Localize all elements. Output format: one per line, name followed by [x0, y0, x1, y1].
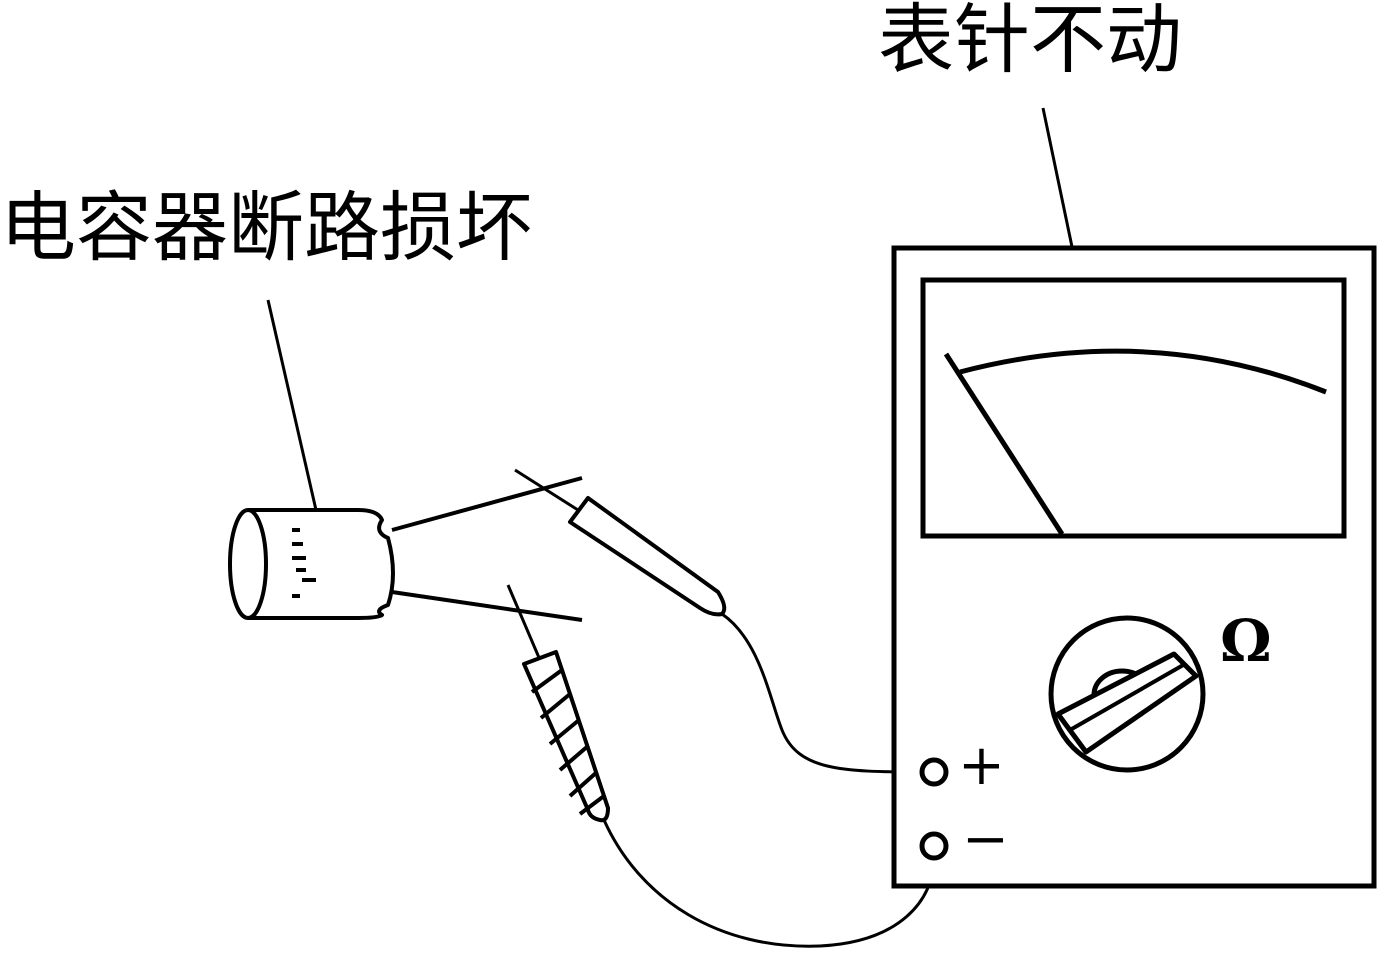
capacitor-polarity-marks: [292, 530, 316, 596]
negative-probe-icon: [508, 585, 934, 946]
negative-terminal-label: −: [962, 807, 1009, 872]
selector-knob-pointer-line: [1070, 664, 1185, 730]
capacitor-lead-bottom: [392, 592, 582, 620]
capacitor-lead-top: [392, 478, 582, 530]
capacitor-body: [248, 510, 393, 618]
negative-terminal-jack[interactable]: [922, 834, 946, 858]
capacitor-leader-line: [268, 300, 316, 510]
needle-status-label: 表针不动: [878, 0, 1182, 84]
capacitor-icon: [230, 478, 582, 620]
negative-probe-body: [524, 652, 608, 820]
capacitor-end-cap: [230, 510, 266, 618]
positive-probe-tip: [515, 470, 578, 510]
multimeter-icon: [894, 248, 1374, 886]
positive-terminal-jack[interactable]: [922, 760, 946, 784]
negative-probe-tip: [508, 585, 540, 660]
ohm-range-label: Ω: [1220, 607, 1272, 675]
selector-knob-icon[interactable]: [1051, 618, 1203, 770]
positive-probe-body: [570, 498, 724, 614]
positive-terminal-label: +: [958, 733, 1005, 798]
positive-probe-wire: [722, 614, 922, 772]
negative-probe-wire: [604, 820, 934, 946]
negative-probe-stripes: [532, 670, 604, 814]
positive-probe-icon: [515, 470, 922, 772]
capacitor-fault-label: 电容器断路损坏: [0, 183, 532, 272]
meter-display-window: [923, 280, 1344, 536]
meter-scale-arc: [960, 351, 1326, 392]
meter-needle: [946, 354, 1062, 534]
